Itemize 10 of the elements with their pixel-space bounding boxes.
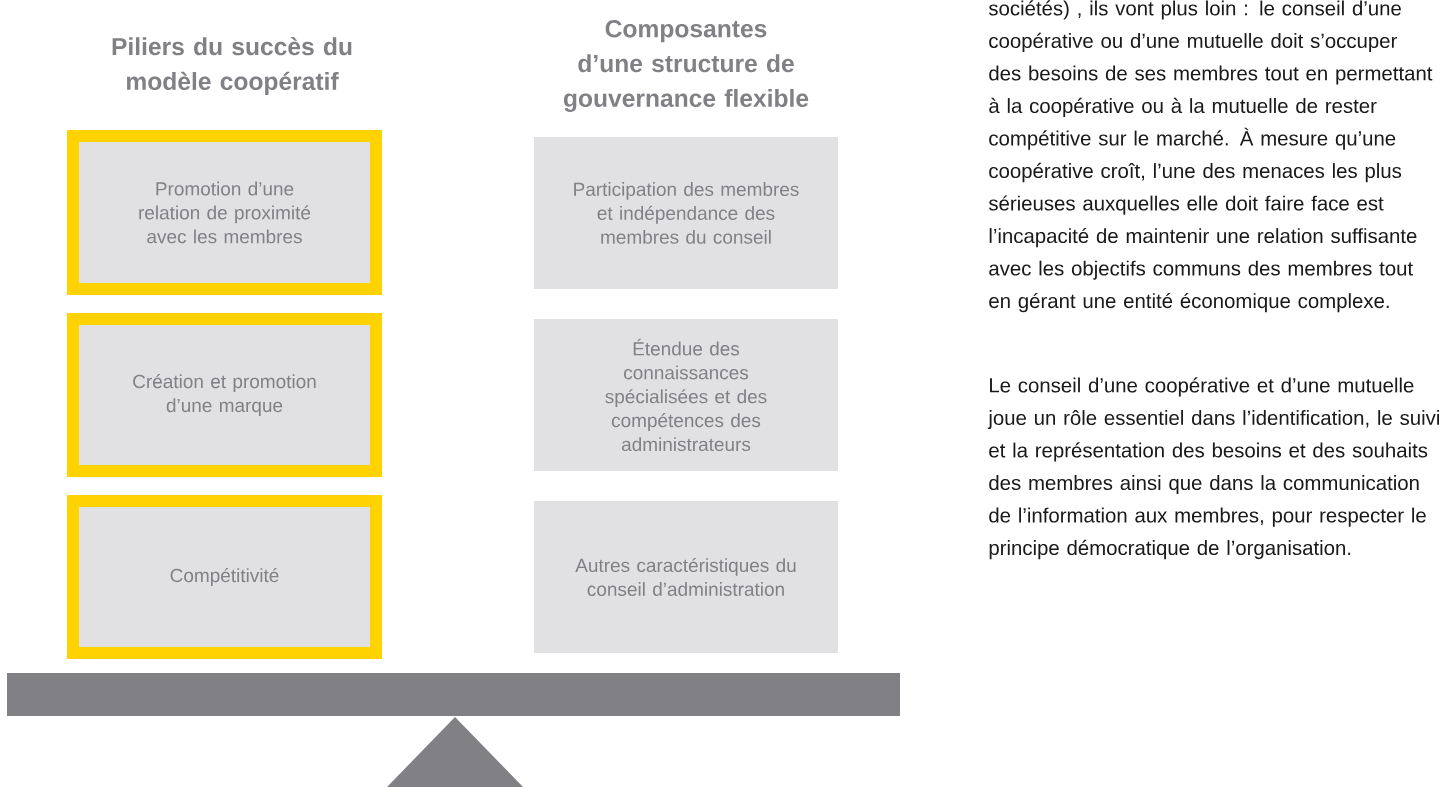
column-heading: Piliers du succès du modèle coopératif <box>112 37 352 95</box>
highlighted-box: Compétitivité <box>67 495 382 659</box>
highlighted-box: Création et promotion d’une marque <box>67 313 382 477</box>
process-box: Autres caractéristiques du conseil d’administration <box>534 501 838 653</box>
paragraph: sociétés) , ils vont plus loin : le conseil d’une coopérative ou d’une mutuelle doit s’occuper des besoins de ses membres tout en permettant à la coopérative ou à la mutuelle de rester compétitive sur le marché. À mesure qu’une coopérative croît, l’une des menaces les plus sérieuses auxquelles elle doit faire face est l’incapacité de maintenir une relation suffisante avec les objectifs communs des membres tout en gérant une entité économique complexe. <box>988 0 1433 313</box>
column-heading: Composantes d’une structure de gouvernance flexible <box>564 19 809 112</box>
process-box: Participation des membres et indépendance des membres du conseil <box>534 137 838 289</box>
highlighted-box: Promotion d’une relation de proximité avec les membres <box>67 130 382 295</box>
process-box: Étendue des connaissances spécialisées et des compétences des administrateurs <box>534 319 838 471</box>
paragraph: Le conseil d’une coopérative et d’une mutuelle joue un rôle essentiel dans l’identification, le suivi et la représentation des besoins et des souhaits des membres ainsi que dans la communication de l’information aux membres, pour respecter le principe démocratique de l’organisation. <box>987 377 1439 560</box>
